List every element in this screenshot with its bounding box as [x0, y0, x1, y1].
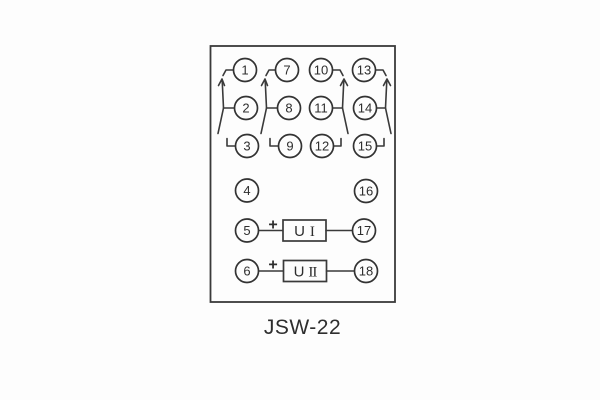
- contact-hook-terminal-7: [265, 69, 277, 77]
- terminal-17: 17: [351, 218, 377, 243]
- contact-arrow-icon: [382, 78, 392, 87]
- terminal-6: 6: [234, 258, 260, 284]
- terminal-circle: [232, 57, 258, 83]
- terminal-number: 14: [358, 101, 372, 116]
- terminal-circle: [351, 218, 377, 243]
- terminal-16: 16: [353, 178, 379, 204]
- contact-hook-terminal-3: [226, 137, 237, 147]
- terminal-number: 5: [243, 223, 250, 238]
- terminal-11: 11: [308, 95, 334, 121]
- contact-hook-terminal-12: [332, 137, 342, 147]
- terminal-number: 4: [243, 183, 250, 198]
- terminal-1: 1: [232, 57, 258, 83]
- terminal-number: 3: [243, 139, 250, 154]
- terminal-circle: [352, 95, 378, 121]
- terminal-15: 15: [352, 133, 378, 159]
- terminal-2: 2: [233, 95, 259, 121]
- contact-hook-terminal-15: [375, 137, 385, 147]
- contact-hook-terminal-9: [269, 137, 280, 147]
- terminal-3: 3: [234, 133, 260, 159]
- terminal-circle: [234, 258, 260, 284]
- terminal-14: 14: [352, 95, 378, 121]
- terminal-circle: [351, 57, 377, 83]
- contact-hook-terminal-10: [331, 69, 344, 77]
- component-u2-name: U: [294, 264, 305, 281]
- terminal-circle: [308, 57, 334, 83]
- terminal-circle: [233, 95, 259, 121]
- terminal-number: 16: [359, 184, 373, 199]
- terminal-number: 9: [286, 139, 293, 154]
- contact-arrow-icon: [217, 78, 226, 87]
- terminal-circle: [274, 57, 300, 83]
- contact-switch-10-11-12: [331, 69, 349, 147]
- contact-arrow-icon: [260, 78, 269, 87]
- terminal-circle: [353, 258, 379, 284]
- terminal-7: 7: [274, 57, 300, 83]
- contact-switch-13-14-15: [374, 69, 392, 147]
- terminal-number: 8: [285, 101, 292, 116]
- component-u1-name: U: [294, 223, 305, 240]
- terminal-number: 2: [242, 101, 249, 116]
- terminal-9: 9: [277, 133, 303, 159]
- terminal-number: 17: [357, 223, 371, 238]
- contact-hook-terminal-13: [374, 69, 387, 77]
- terminal-8: 8: [276, 95, 302, 121]
- contact-arrow-icon: [339, 78, 349, 87]
- terminal-circle: [308, 95, 334, 121]
- model-caption: JSW-22: [263, 316, 342, 339]
- terminal-number: 10: [314, 63, 328, 78]
- contact-switch-7-8-9: [260, 69, 280, 147]
- plus-sign-u1: +: [268, 217, 277, 234]
- terminal-13: 13: [351, 57, 377, 83]
- terminal-number: 18: [359, 264, 373, 279]
- terminal-circle: [277, 133, 303, 159]
- terminal-circle: [234, 218, 260, 243]
- contact-switch-1-2-3: [217, 69, 237, 147]
- terminal-number: 13: [357, 63, 371, 78]
- terminal-4: 4: [234, 178, 260, 203]
- plus-sign-u2: +: [268, 257, 277, 274]
- contact-hook-terminal-1: [222, 69, 235, 77]
- terminal-number: 11: [314, 101, 328, 116]
- component-u1-numeral: I: [310, 224, 315, 240]
- terminal-circle: [234, 178, 260, 203]
- terminal-number: 7: [283, 63, 290, 78]
- terminal-circle: [234, 133, 260, 159]
- terminal-circle: [352, 133, 378, 159]
- terminal-circle: [276, 95, 302, 121]
- terminal-number: 6: [243, 264, 250, 279]
- terminal-circle: [353, 178, 379, 204]
- terminal-number: 15: [358, 139, 372, 154]
- terminal-18: 18: [353, 258, 379, 284]
- component-box-u2: [282, 259, 328, 283]
- terminal-circle: [309, 133, 335, 159]
- terminal-5: 5: [234, 218, 260, 243]
- terminal-10: 10: [308, 57, 334, 83]
- terminal-number: 12: [315, 139, 329, 154]
- terminal-12: 12: [309, 133, 335, 159]
- terminal-number: 1: [241, 63, 248, 78]
- component-u2-numeral: II: [308, 265, 317, 281]
